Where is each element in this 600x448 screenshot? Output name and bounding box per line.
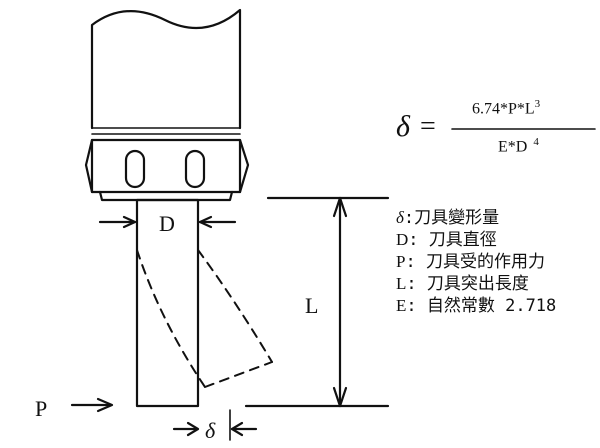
tool-shank xyxy=(135,198,200,408)
deflected-tool-right xyxy=(197,249,273,363)
diameter-label: D xyxy=(159,211,175,236)
nut-slot-left xyxy=(124,149,146,189)
collet-nut xyxy=(84,138,250,194)
force-label: P xyxy=(35,396,48,421)
formula-symbol: δ xyxy=(396,110,410,143)
nut-slot-right xyxy=(184,149,206,189)
legend-item-diameter: D: 刀具直徑 xyxy=(396,230,497,250)
legend-item-force: P: 刀具受的作用力 xyxy=(396,252,545,272)
deflection-label: δ xyxy=(205,418,216,443)
deflected-tool-left xyxy=(136,249,206,388)
length-label: L xyxy=(305,293,319,318)
legend-item-length: L: 刀具突出長度 xyxy=(396,274,529,294)
collet-collar xyxy=(98,190,234,202)
formula-numerator: 6.74*P*L3 xyxy=(472,98,541,118)
legend-item-deflection: δ:刀具變形量 xyxy=(396,208,500,228)
deflected-tool-tip xyxy=(204,361,273,388)
formula-equals: = xyxy=(420,111,436,142)
spindle-body xyxy=(90,8,242,130)
legend-item-constant: E: 自然常數 2.718 xyxy=(396,296,557,316)
